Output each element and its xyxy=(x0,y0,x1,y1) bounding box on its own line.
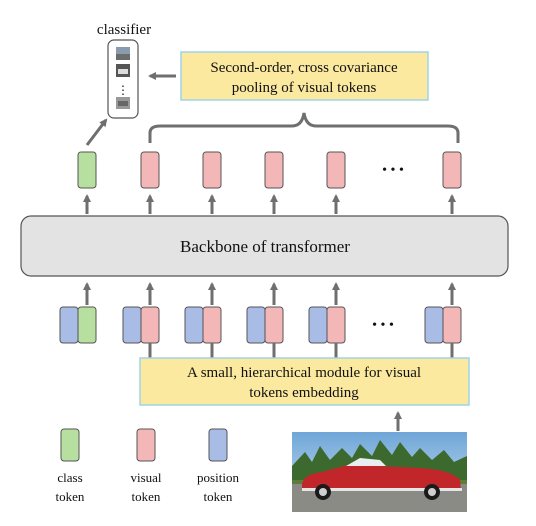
visual-token xyxy=(140,306,160,344)
position-token xyxy=(59,306,79,344)
car-photo-icon xyxy=(292,432,467,512)
input-token-pair-class xyxy=(59,306,97,344)
visual-token xyxy=(202,306,222,344)
class-token-to-classifier-arrow xyxy=(85,118,108,146)
legend-class-line2: token xyxy=(56,489,85,504)
position-token xyxy=(246,306,266,344)
visual-token xyxy=(442,306,462,344)
backbone-box: Backbone of transformer xyxy=(20,215,509,277)
output-visual-token xyxy=(202,151,222,189)
backbone-label: Backbone of transformer xyxy=(180,237,350,256)
top-ellipsis: • • • xyxy=(382,163,404,178)
classifier-dots: ⋮ xyxy=(117,83,129,97)
output-visual-token xyxy=(140,151,160,189)
legend-visual-swatch xyxy=(136,428,156,462)
class-token xyxy=(77,306,97,344)
embedding-label-line2: tokens embedding xyxy=(249,385,359,401)
input-token-pair-visual xyxy=(246,306,284,344)
input-token-pair-visual xyxy=(308,306,346,344)
output-visual-token xyxy=(326,151,346,189)
output-class-token xyxy=(77,151,97,189)
input-token-pair-visual xyxy=(424,306,462,344)
input-token-pair-visual xyxy=(184,306,222,344)
legend-position-swatch xyxy=(208,428,228,462)
position-token xyxy=(184,306,204,344)
position-token xyxy=(308,306,328,344)
classifier-thumbnail-icon xyxy=(116,47,130,109)
legend-position-line2: token xyxy=(204,489,233,504)
legend-class-line1: class xyxy=(57,470,82,485)
output-visual-token xyxy=(264,151,284,189)
classifier-title: classifier xyxy=(97,22,151,38)
legend-class-swatch xyxy=(60,428,80,462)
position-token xyxy=(122,306,142,344)
legend-visual-line2: token xyxy=(132,489,161,504)
classifier-box: ⋮ xyxy=(107,39,139,119)
legend-position-line1: position xyxy=(197,470,239,485)
embedding-label-box: A small, hierarchical module for visual … xyxy=(139,357,470,406)
position-token xyxy=(424,306,444,344)
legend-visual-line1: visual xyxy=(130,470,161,485)
pooling-label-line1: Second-order, cross covariance xyxy=(210,60,398,76)
visual-token xyxy=(264,306,284,344)
visual-token-brace xyxy=(148,112,460,143)
output-visual-token xyxy=(442,151,462,189)
legend: class token visual token position token xyxy=(56,428,239,504)
bottom-ellipsis: • • • xyxy=(372,318,394,333)
pooling-label-line2: pooling of visual tokens xyxy=(232,80,377,96)
pooling-label-box: Second-order, cross covariance pooling o… xyxy=(180,51,429,101)
input-token-pair-visual xyxy=(122,306,160,344)
embedding-label-line1: A small, hierarchical module for visual xyxy=(187,365,421,381)
visual-token xyxy=(326,306,346,344)
